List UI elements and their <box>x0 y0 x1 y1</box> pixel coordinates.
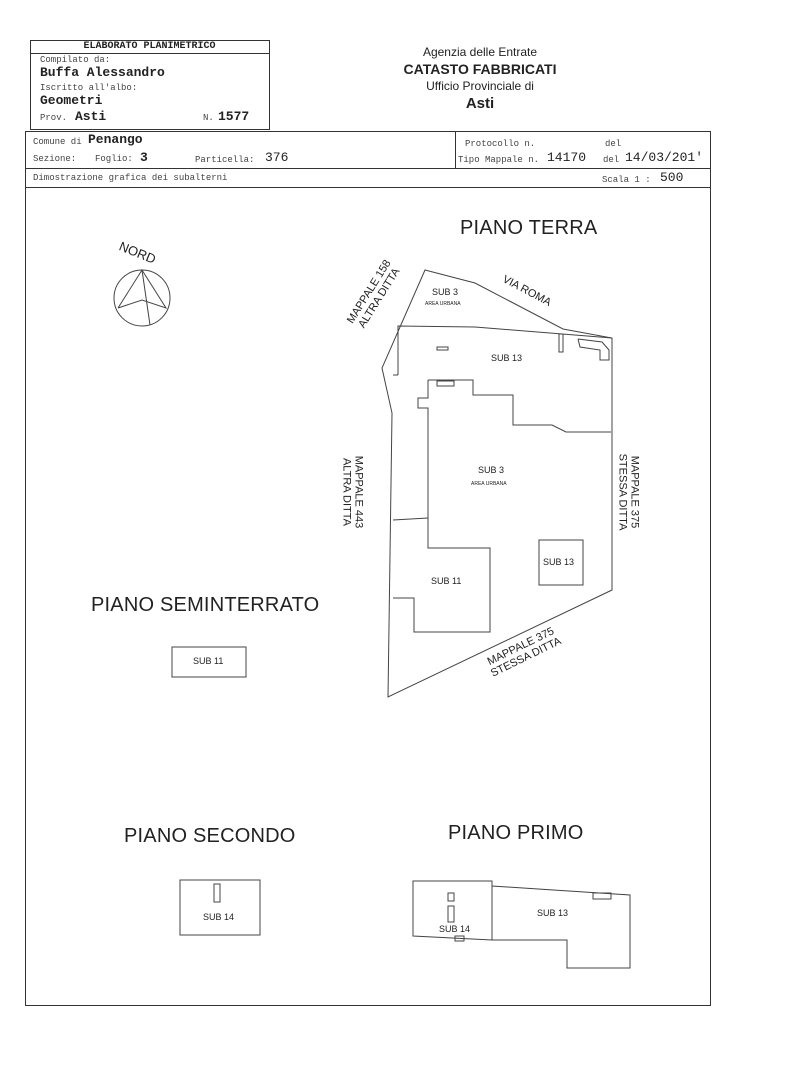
label-sub13-top: SUB 13 <box>491 353 523 363</box>
particella-label: Particella: <box>195 155 255 165</box>
label-sub3-top: SUB 3 <box>432 287 459 297</box>
title-piano-secondo: PIANO SECONDO <box>124 825 296 847</box>
box-primo <box>412 880 631 969</box>
comune: Penango <box>88 132 143 147</box>
title-piano-terra: PIANO TERRA <box>460 217 598 239</box>
office-city: Asti <box>465 95 495 112</box>
label-mappale-443: MAPPALE 443 ALTRA DITTA <box>340 456 364 529</box>
title-piano-primo: PIANO PRIMO <box>448 822 584 844</box>
registered-label: Iscritto all'albo: <box>40 83 138 93</box>
title-piano-seminterrato: PIANO SEMINTERRATO <box>91 594 320 616</box>
label-area-urbana-main: AREA URBANA <box>471 481 507 487</box>
box-seminterrato <box>171 646 247 678</box>
date: 14/03/201' <box>625 150 704 165</box>
del-label: del <box>605 139 622 149</box>
label-line: STESSA DITTA <box>616 453 629 531</box>
office-sub: Ufficio Provinciale di <box>426 79 534 93</box>
north-arrow <box>113 269 171 327</box>
tipo-mappale: 14170 <box>547 150 587 165</box>
label-sub3-main: SUB 3 <box>478 465 505 475</box>
label-line: MAPPALE 375 <box>628 455 641 529</box>
label-area-urbana-top: AREA URBANA <box>425 301 461 307</box>
parcel-piano-terra <box>381 269 613 698</box>
protocollo-label: Protocollo n. <box>465 139 536 149</box>
prov: Asti <box>75 109 107 124</box>
label-sub13-primo: SUB 13 <box>537 908 569 918</box>
label-sub14-secondo: SUB 14 <box>203 912 235 922</box>
label-sub11-terra: SUB 11 <box>431 576 462 586</box>
doc-title: ELABORATO PLANIMETRICO <box>83 41 216 52</box>
label-sub11-seminterrato: SUB 11 <box>193 656 224 666</box>
foglio: 3 <box>140 150 148 165</box>
divider <box>25 187 710 188</box>
divider <box>455 131 456 168</box>
number-label: N. <box>203 113 214 123</box>
agency-name: Agenzia delle Entrate <box>422 45 538 59</box>
label-line: MAPPALE 443 <box>352 455 365 529</box>
number: 1577 <box>218 109 250 124</box>
tipo-mappale-label: Tipo Mappale n. <box>458 155 540 165</box>
description: Dimostrazione grafica dei subalterni <box>33 173 228 183</box>
registered: Geometri <box>40 93 103 108</box>
sezione-label: Sezione: <box>33 154 77 164</box>
document-frame <box>25 131 711 1006</box>
comune-label: Comune di <box>33 137 82 147</box>
compiler-box <box>30 40 270 130</box>
label-line: ALTRA DITTA <box>340 457 353 527</box>
label-sub14-primo: SUB 14 <box>439 924 471 934</box>
scale: 500 <box>660 170 684 185</box>
foglio-label: Foglio: <box>95 154 133 164</box>
compiled-by: Buffa Alessandro <box>40 65 165 80</box>
divider <box>30 53 269 54</box>
office-name: CATASTO FABBRICATI <box>403 61 557 77</box>
del-label-2: del <box>603 155 620 165</box>
divider <box>25 168 710 169</box>
label-sub13-box: SUB 13 <box>543 557 575 567</box>
compiled-by-label: Compilato da: <box>40 55 111 65</box>
particella: 376 <box>265 150 289 165</box>
scale-label: Scala 1 : <box>602 175 651 185</box>
prov-label: Prov. <box>40 113 68 123</box>
box-secondo <box>179 879 261 936</box>
label-mappale-375-right: MAPPALE 375 STESSA DITTA <box>616 454 640 531</box>
